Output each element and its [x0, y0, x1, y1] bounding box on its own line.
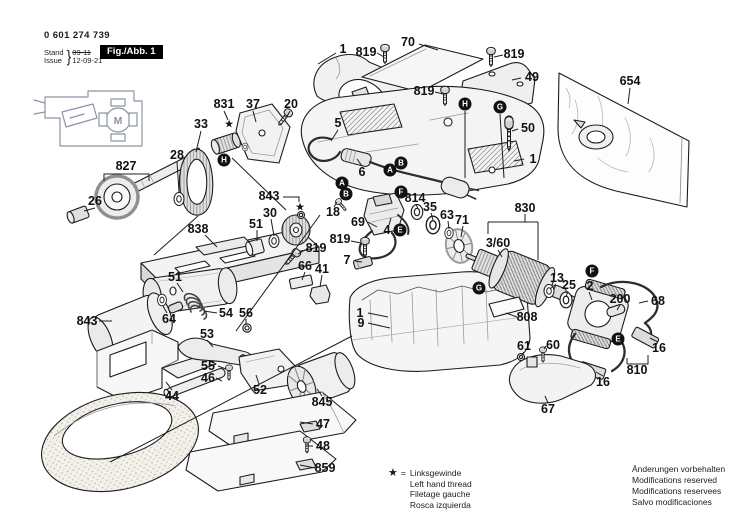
knob-part41	[309, 284, 331, 305]
spring-part54	[183, 292, 208, 320]
lid-part70	[361, 44, 484, 93]
schematic-motor-label: M	[114, 115, 123, 127]
lower-housing-part9	[348, 271, 531, 372]
star-symbol: ★	[388, 467, 398, 479]
nut-part56	[242, 323, 252, 333]
stator-part2	[567, 278, 659, 375]
fan-part71	[444, 228, 474, 264]
legend-line-es: Rosca izquierda	[409, 499, 471, 510]
notice-line-fr: Modifications reservees	[632, 486, 722, 496]
legend-line-en: Left hand thread	[409, 478, 472, 489]
handle-part67	[508, 354, 597, 404]
carbon-brush-part16-right	[631, 326, 660, 349]
old-issue-date: 09-11	[72, 47, 91, 57]
notice-line-es: Salvo modificaciones	[632, 497, 712, 507]
wiring-schematic: M	[33, 90, 143, 147]
notice-line-de: Änderungen vorbehalten	[632, 464, 726, 474]
belt-cover-part37	[235, 103, 291, 164]
nameplate-part808	[488, 296, 525, 318]
belt-roller-part831	[210, 132, 241, 155]
drive-belt-part33	[179, 148, 214, 216]
clamp-part7	[352, 255, 373, 270]
plate-part66	[288, 274, 314, 290]
stand-label: Stand	[44, 47, 64, 57]
part-number: 0 601 274 739	[44, 30, 110, 41]
legend-line-de: Linksgewinde	[409, 468, 462, 478]
nut-part61	[516, 352, 526, 362]
power-cord-part5	[307, 136, 480, 200]
brace-glyph: }	[66, 47, 71, 66]
issue-date: 12-09-21	[72, 56, 103, 65]
dust-bag-part654	[557, 72, 690, 208]
figure-label: Fig./Abb. 1	[100, 45, 163, 59]
mains-plug-part6	[440, 176, 480, 200]
notice-line-en: Modifications reserved	[632, 475, 718, 485]
bushing-part26	[66, 205, 90, 224]
left-hand-thread-legend: ★ = Linksgewinde Left hand thread Fileta…	[388, 468, 472, 510]
modifications-notice: Änderungen vorbehalten Modifications res…	[632, 464, 725, 508]
plate-part859	[185, 430, 337, 492]
issue-label: Issue	[44, 56, 62, 65]
equals-sign: =	[400, 468, 406, 478]
title-block: 0 601 274 739 Stand Issue } 09-11 12-09-…	[44, 30, 110, 67]
sanding-belt	[40, 391, 200, 493]
legend-line-fr: Filetage gauche	[409, 489, 471, 499]
stand-issue-block: Stand Issue } 09-11 12-09-21	[44, 47, 110, 67]
